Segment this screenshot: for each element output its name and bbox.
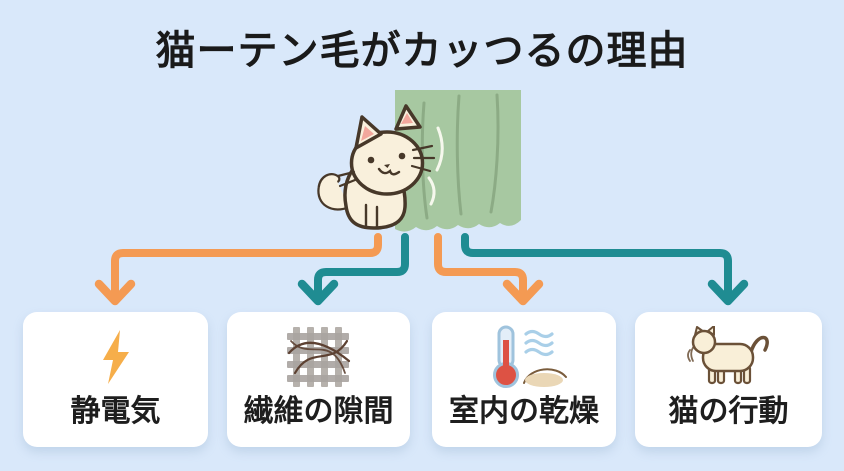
thermometer-dry-air-icon [432, 322, 616, 392]
fabric-weave-icon [227, 322, 410, 392]
cause-card-fiber-gaps: 繊維の隙間 [227, 312, 410, 447]
sitting-cat-graphic [317, 104, 436, 230]
cause-card-indoor-dryness: 室内の乾燥 [432, 312, 616, 447]
arrow-to-cat-behavior [461, 233, 749, 306]
cause-label-indoor-dryness: 室内の乾燥 [449, 395, 599, 428]
connector-arrows [94, 233, 749, 306]
cause-card-static-electricity: 静電気 [23, 312, 208, 447]
arrow-to-fiber-gaps [297, 233, 409, 306]
cause-label-fiber-gaps: 繊維の隙間 [243, 395, 394, 428]
arrow-to-static-electricity [94, 233, 382, 306]
cause-label-cat-behavior: 猫の行動 [668, 395, 789, 428]
walking-cat-icon [635, 322, 822, 392]
lightning-bolt-icon [23, 322, 208, 392]
cause-label-static-electricity: 静電気 [70, 395, 161, 428]
cause-card-cat-behavior: 猫の行動 [635, 312, 822, 447]
motion-lines [427, 126, 444, 206]
arrow-to-indoor-dryness [434, 233, 544, 306]
page-title: 猫ーテン毛がカッつるの理由 [155, 29, 689, 73]
